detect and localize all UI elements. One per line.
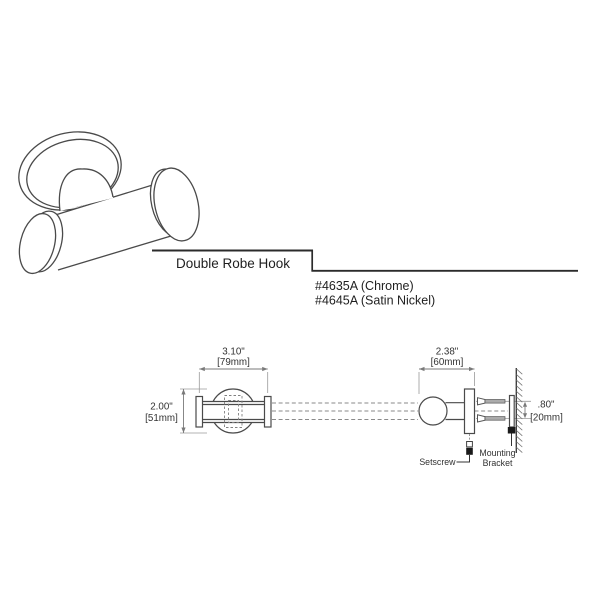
- front-width-inches: 3.10": [222, 347, 245, 358]
- dimension-front-width: 3.10" [79mm]: [198, 347, 269, 393]
- left-disc-face: [18, 212, 57, 275]
- isometric-view: [18, 131, 200, 275]
- part-number-chrome: #4635A (Chrome): [315, 279, 414, 293]
- right-end-cap: [263, 395, 272, 428]
- dimension-post-diameter: .80" [20mm]: [522, 400, 563, 424]
- mounting-cone-edge: [58, 168, 114, 212]
- mounting-bracket-label-line1: Mounting: [479, 448, 515, 458]
- front-height-mm: [51mm]: [145, 413, 178, 424]
- mounting-bracket-label-line2: Bracket: [483, 458, 513, 468]
- mounting-screw-bottom: [477, 414, 506, 423]
- side-projection-inches: 2.38": [436, 347, 459, 358]
- setscrew-symbol: [466, 434, 473, 455]
- mounting-bracket: [508, 394, 515, 428]
- left-end-cap: [195, 395, 204, 428]
- mounting-screw-top: [477, 397, 506, 406]
- wall-hatching: [516, 368, 523, 453]
- hook-bar-bottom-edge: [57, 235, 172, 271]
- front-height-inches: 2.00": [150, 402, 173, 413]
- side-projection-mm: [60mm]: [431, 357, 464, 368]
- hidden-bracket-inner: [228, 400, 239, 423]
- front-width-mm: [79mm]: [217, 357, 250, 368]
- right-disc-face: [153, 167, 200, 242]
- dimension-front-height: 2.00" [51mm]: [145, 388, 207, 434]
- end-disc-side: [418, 396, 448, 426]
- hidden-bracket-outline: [224, 395, 243, 428]
- side-view: [418, 368, 531, 463]
- setscrew-label: Setscrew: [419, 457, 456, 467]
- title-block: Double Robe Hook #4635A (Chrome) #4645A …: [152, 249, 578, 308]
- hook-bar-body: [52, 183, 172, 270]
- dimension-side-projection: 2.38" [60mm]: [418, 347, 475, 394]
- callout-labels: Setscrew Mounting Bracket: [419, 448, 515, 468]
- product-title: Double Robe Hook: [176, 256, 290, 271]
- flange-side: [463, 388, 476, 435]
- bracket-leader-marker: [507, 427, 516, 434]
- part-number-satin-nickel: #4645A (Satin Nickel): [315, 294, 435, 308]
- post-diameter-mm: [20mm]: [530, 413, 563, 424]
- post-diameter-inches: .80": [537, 400, 555, 411]
- setscrew-leader: [456, 455, 470, 463]
- mounting-cone-fill: [59, 168, 113, 211]
- front-view: [195, 388, 418, 434]
